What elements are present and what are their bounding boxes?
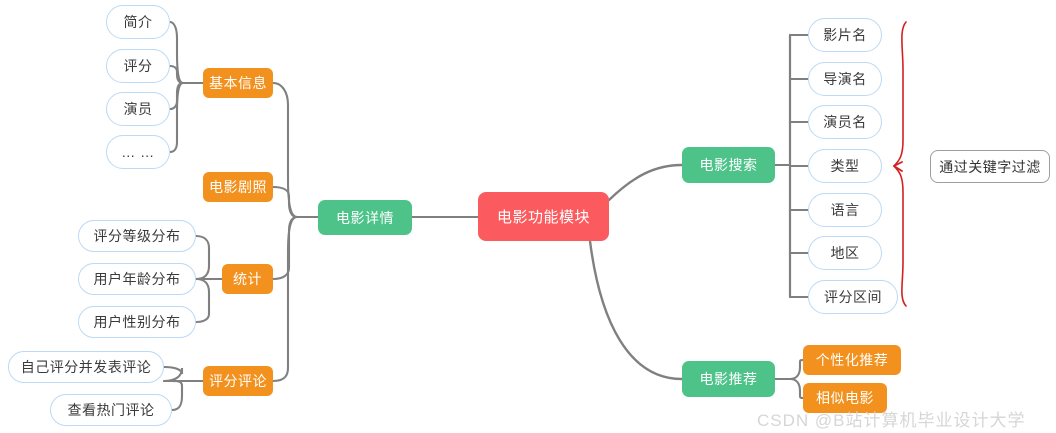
leaf-reviews-0[interactable]: 自己评分并发表评论 bbox=[8, 351, 164, 383]
branch-rating-reviews[interactable]: 评分评论 bbox=[203, 366, 273, 396]
link-detail-stills bbox=[271, 185, 299, 219]
link-basic-l2 bbox=[168, 64, 185, 85]
link-recommend-l2 bbox=[788, 377, 805, 400]
leaf-recommend-0[interactable]: 个性化推荐 bbox=[803, 345, 901, 375]
link-recommend-l1 bbox=[788, 358, 805, 381]
link-detail-reviews bbox=[271, 215, 299, 383]
leaf-search-0[interactable]: 影片名 bbox=[808, 18, 882, 52]
link-basic-l1 bbox=[168, 20, 185, 85]
link-detail-stats bbox=[271, 215, 299, 281]
leaf-stats-0[interactable]: 评分等级分布 bbox=[78, 220, 196, 252]
leaf-basic-0[interactable]: 简介 bbox=[106, 5, 170, 39]
link-reviews-l2 bbox=[170, 379, 184, 412]
leaf-search-5[interactable]: 地区 bbox=[808, 236, 882, 270]
leaf-recommend-1[interactable]: 相似电影 bbox=[803, 383, 887, 413]
leaf-search-6[interactable]: 评分区间 bbox=[808, 280, 898, 314]
branch-basic-info[interactable]: 基本信息 bbox=[203, 68, 273, 98]
link-stats-l1 bbox=[194, 234, 211, 281]
node-movie-search[interactable]: 电影搜索 bbox=[682, 147, 775, 183]
link-root-recommend bbox=[588, 239, 684, 381]
branch-statistics[interactable]: 统计 bbox=[222, 264, 273, 294]
link-reviews-l1 bbox=[162, 365, 184, 383]
node-movie-detail[interactable]: 电影详情 bbox=[318, 200, 412, 235]
node-root[interactable]: 电影功能模块 bbox=[478, 192, 609, 241]
leaf-basic-3[interactable]: … … bbox=[106, 135, 170, 169]
leaf-stats-1[interactable]: 用户年龄分布 bbox=[78, 263, 196, 295]
branch-movie-stills[interactable]: 电影剧照 bbox=[203, 172, 273, 202]
node-movie-recommend[interactable]: 电影推荐 bbox=[682, 361, 775, 397]
leaf-basic-2[interactable]: 演员 bbox=[106, 92, 170, 126]
note-keyword-filter[interactable]: 通过关键字过滤 bbox=[930, 150, 1050, 183]
leaf-search-3[interactable]: 类型 bbox=[808, 149, 882, 183]
leaf-reviews-1[interactable]: 查看热门评论 bbox=[50, 394, 172, 426]
link-stats-l3 bbox=[194, 277, 211, 324]
link-detail-basic bbox=[271, 81, 299, 219]
link-root-search bbox=[607, 163, 684, 202]
leaf-basic-1[interactable]: 评分 bbox=[106, 49, 170, 83]
link-basic-l4 bbox=[168, 81, 185, 154]
leaf-search-1[interactable]: 导演名 bbox=[808, 62, 882, 96]
leaf-stats-2[interactable]: 用户性别分布 bbox=[78, 306, 196, 338]
leaf-search-2[interactable]: 演员名 bbox=[808, 105, 882, 139]
leaf-search-4[interactable]: 语言 bbox=[808, 193, 882, 227]
brace-arrow bbox=[893, 161, 903, 172]
